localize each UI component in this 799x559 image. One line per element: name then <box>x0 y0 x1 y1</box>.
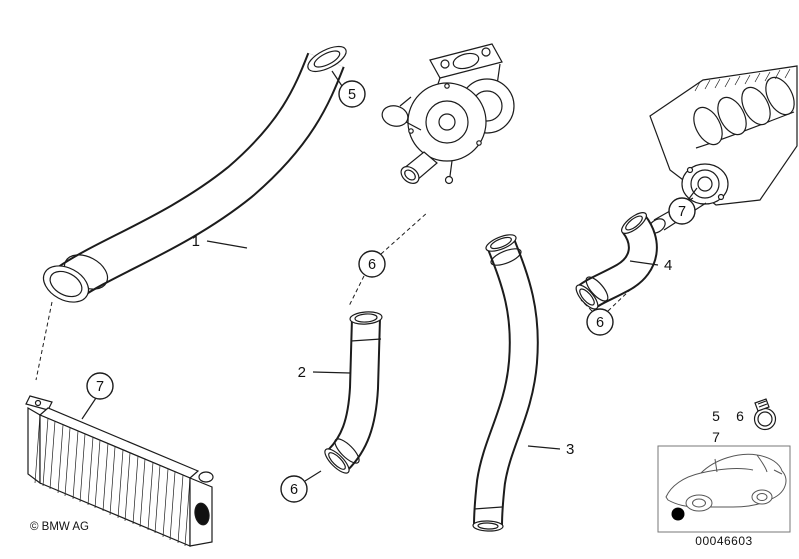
part-2-number[interactable]: 2 <box>298 364 306 381</box>
callout-7-throttle[interactable]: 7 <box>668 187 698 225</box>
callout-6-mid-lower[interactable]: 6 <box>280 470 322 503</box>
copyright-text: © BMW AG <box>30 521 89 533</box>
car-position-box <box>657 445 791 533</box>
dashed-leader-c6-lower <box>348 275 365 307</box>
legend-item-7[interactable]: 7 <box>712 429 720 445</box>
part-4-elbow-hose <box>575 212 658 310</box>
callout-7-throttle-number[interactable]: 7 <box>678 204 686 220</box>
dashed-leader-c6-elbow-a <box>580 299 593 312</box>
callout-6-elbow[interactable]: 6 <box>586 308 614 336</box>
part-label-3[interactable]: 3 <box>527 441 574 458</box>
turbocharger-illustration <box>381 43 515 185</box>
callout-5-number[interactable]: 5 <box>348 87 356 103</box>
intercooler-illustration <box>25 395 214 547</box>
callout-6-lower-number[interactable]: 6 <box>290 482 298 498</box>
legend-item-6[interactable]: 6 <box>736 408 744 424</box>
intercooler-port <box>194 502 210 526</box>
callout-5-hose-top[interactable]: 5 <box>331 70 366 108</box>
callout-7-intercooler[interactable]: 7 <box>81 372 114 420</box>
intake-manifold-illustration <box>648 65 798 234</box>
callout-6-upper-number[interactable]: 6 <box>368 257 376 273</box>
part-3-hose <box>472 234 539 532</box>
part-label-1[interactable]: 1 <box>192 233 248 250</box>
car-illustration <box>665 453 787 512</box>
hose-clamp-icon <box>753 398 777 431</box>
part-4-number[interactable]: 4 <box>664 257 672 274</box>
dashed-leader-hose1-intercooler <box>35 301 53 381</box>
dashed-leader-c6-elbow-b <box>607 287 633 312</box>
callout-6-mid-upper[interactable]: 6 <box>358 250 386 278</box>
part-label-2[interactable]: 2 <box>298 364 351 381</box>
diagram-number: 00046603 <box>695 534 752 548</box>
manifold-hatching <box>694 68 791 92</box>
part-3-number[interactable]: 3 <box>566 441 574 458</box>
callout-7-intercooler-number[interactable]: 7 <box>96 379 104 395</box>
legend-item-5[interactable]: 5 <box>712 408 720 424</box>
intercooler-core-hatching <box>34 414 191 547</box>
car-position-dot <box>671 507 685 521</box>
part-2-hose <box>324 311 383 474</box>
fastener-legend: 5 6 7 <box>712 398 777 445</box>
callout-6-elbow-number[interactable]: 6 <box>596 315 604 331</box>
part-1-number[interactable]: 1 <box>192 233 200 250</box>
throttle-body-illustration <box>648 163 729 234</box>
part-label-4[interactable]: 4 <box>629 257 672 274</box>
part-1-hose <box>42 45 347 303</box>
dashed-leader-c6-upper <box>380 211 429 255</box>
